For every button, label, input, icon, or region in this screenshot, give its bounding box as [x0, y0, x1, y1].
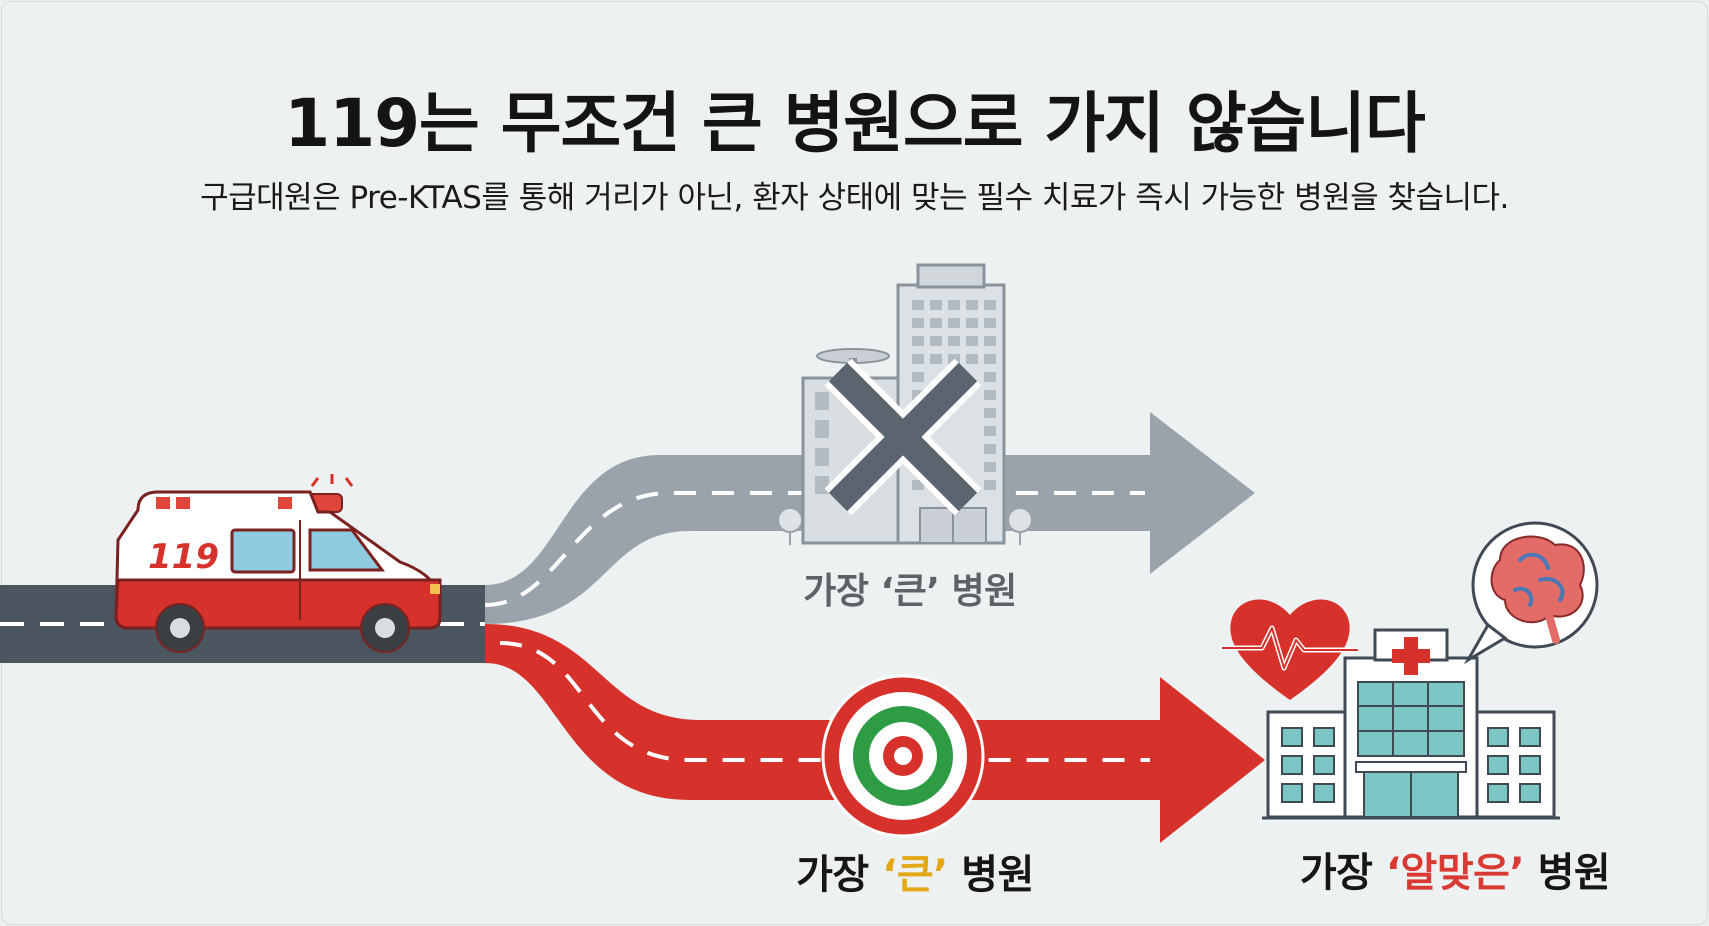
target-route-label-prefix: 가장 — [796, 852, 883, 898]
large-hospital-label-suffix: 병원 — [939, 571, 1018, 612]
target-route-label-highlight: ‘큰’ — [882, 852, 948, 898]
large-hospital-label-prefix: 가장 — [803, 571, 881, 612]
ambulance-number: 119 — [148, 537, 219, 577]
target-route-label-suffix: 병원 — [947, 852, 1034, 898]
appropriate-hospital-label: 가장 ‘알맞은’ 병원 — [1220, 840, 1690, 898]
target-icon — [821, 674, 985, 838]
appropriate-hospital-label-prefix: 가장 — [1299, 850, 1386, 896]
ambulance-icon: 119 — [114, 474, 442, 653]
x-mark-icon — [824, 358, 982, 516]
appropriate-hospital-label-highlight: ‘알맞은’ — [1385, 850, 1525, 896]
page-subtitle: 구급대원은 Pre-KTAS를 통해 거리가 아닌, 환자 상태에 맞는 필수 … — [200, 180, 1509, 216]
large-hospital-label: 가장 ‘큰’ 병원 — [760, 562, 1060, 614]
heart-pulse-icon — [1222, 599, 1358, 700]
large-hospital-label-highlight: ‘큰’ — [880, 571, 940, 612]
page-title: 119는 무조건 큰 병원으로 가지 않습니다 — [284, 85, 1425, 162]
brain-icon — [1463, 521, 1599, 665]
appropriate-hospital-label-suffix: 병원 — [1524, 850, 1611, 896]
target-route-label: 가장 ‘큰’ 병원 — [735, 842, 1095, 900]
large-hospital-building-icon — [777, 263, 1033, 545]
hospital-icon — [1262, 628, 1560, 820]
